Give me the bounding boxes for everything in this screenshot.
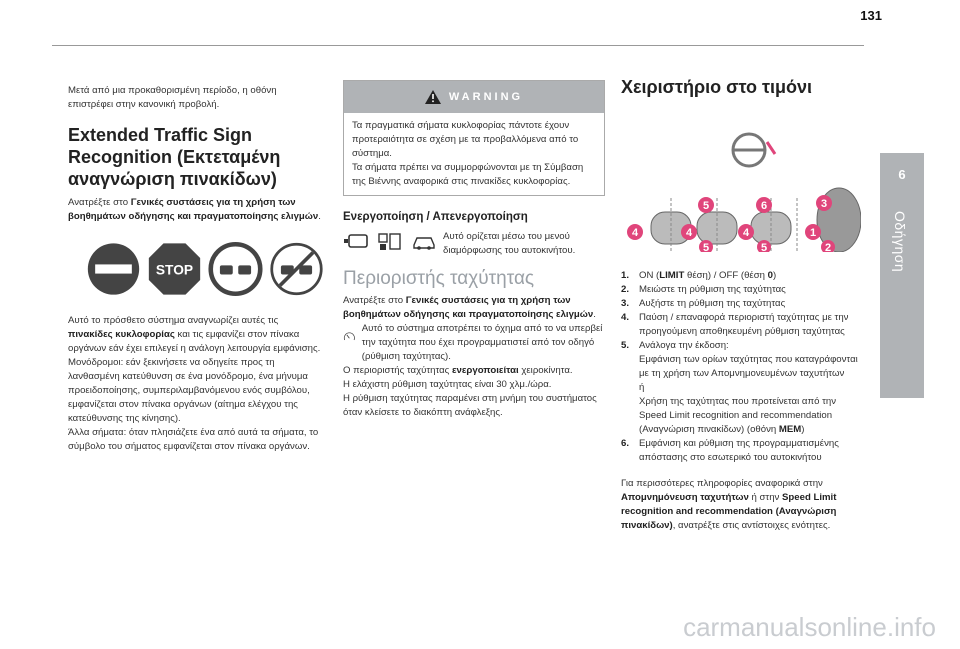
more-info-text: Για περισσότερες πληροφορίες αναφορικά σ… xyxy=(621,478,837,531)
list-item: 6.Εμφάνιση και ρύθμιση της προγραμματισμ… xyxy=(621,438,839,463)
column-1: Μετά από μια προκαθορισμένη περίοδο, η ο… xyxy=(68,84,324,454)
callout-4-right: 4 xyxy=(743,227,750,239)
screen-menu-icon xyxy=(344,234,368,248)
description-2: Μονόδρομοι: εάν ξεκινήσετε να οδηγείτε π… xyxy=(68,357,310,424)
list-item: 2.Μειώστε τη ρύθμιση της ταχύτητας xyxy=(621,284,786,295)
page-number: 131 xyxy=(860,8,882,23)
section-tab: 6 Οδήγηση xyxy=(880,153,924,398)
warning-header: WARNING xyxy=(344,81,604,113)
steering-control-heading: Χειριστήριο στο τιμόνι xyxy=(621,77,813,97)
traffic-sign-heading: Extended Traffic Sign Recognition (Εκτετ… xyxy=(68,125,281,189)
section-label: Οδήγηση xyxy=(892,211,908,273)
callout-6: 6 xyxy=(761,200,767,212)
column-2: WARNING Τα πραγματικά σήματα κυκλοφορίας… xyxy=(343,80,605,420)
car-icon xyxy=(413,237,435,250)
warning-text-2: Τα σήματα πρέπει να συμμορφώνονται με τη… xyxy=(352,162,584,187)
sign-row: STOP xyxy=(86,240,324,298)
control-list: 1.ON (LIMIT θέση) / OFF (θέση 0) 2.Μειώσ… xyxy=(621,269,861,465)
warning-box: WARNING Τα πραγματικά σήματα κυκλοφορίας… xyxy=(343,80,605,196)
limiter-text-3: Η ελάχιστη ρύθμιση ταχύτητας είναι 30 χλ… xyxy=(343,379,552,390)
activation-heading: Ενεργοποίηση / Απενεργοποίηση xyxy=(343,211,528,223)
list-item: 5.Ανάλογα την έκδοση:Εμφάνιση των ορίων … xyxy=(621,340,858,435)
callout-4-left: 4 xyxy=(632,227,639,239)
stop-sign-text: STOP xyxy=(156,263,193,278)
speedometer-icon xyxy=(343,332,355,341)
steering-wheel-control-diagram: 5 6 3 4 4 4 1 5 5 2 xyxy=(627,132,862,254)
list-item: 4.Παύση / επαναφορά περιοριστή ταχύτητας… xyxy=(621,312,849,337)
limiter-text-2: Ο περιοριστής ταχύτητας ενεργοποιείται χ… xyxy=(343,365,573,376)
settings-panel-icon xyxy=(378,233,401,250)
limiter-row: Αυτό το σύστημα αποτρέπει το όχημα από τ… xyxy=(343,322,603,364)
no-entry-sign-icon xyxy=(87,243,140,295)
description-3: Άλλα σήματα: όταν πλησιάζετε ένα από αυτ… xyxy=(68,427,319,452)
warning-triangle-icon xyxy=(424,90,441,104)
activation-row: Αυτό ορίζεται μέσω του μενού διαμόρφωσης… xyxy=(343,230,603,258)
watermark: carmanualsonline.info xyxy=(683,612,936,642)
limiter-text-1: Αυτό το σύστημα αποτρέπει το όχημα από τ… xyxy=(361,323,603,362)
callout-5-bottom-left: 5 xyxy=(703,242,709,252)
column-3: Χειριστήριο στο τιμόνι 5 6 3 4 4 4 1 xyxy=(621,77,862,533)
dashed-guides xyxy=(670,198,798,252)
list-item: 1.ON (LIMIT θέση) / OFF (θέση 0) xyxy=(621,270,777,281)
warning-title: WARNING xyxy=(448,91,524,103)
callout-5-bottom-right: 5 xyxy=(761,242,767,252)
callout-5-top: 5 xyxy=(703,200,709,212)
activation-icons xyxy=(343,230,437,252)
stop-sign-icon: STOP xyxy=(148,243,201,295)
description-1: Αυτό το πρόσθετο σύστημα αναγνωρίζει αυτ… xyxy=(68,315,321,354)
steering-wheel-icon xyxy=(731,132,777,168)
reference-text: Ανατρέξτε στο Γενικές συστάσεις για τη χ… xyxy=(68,197,321,222)
callout-3: 3 xyxy=(821,198,827,210)
activation-text: Αυτό ορίζεται μέσω του μενού διαμόρφωσης… xyxy=(443,231,576,256)
list-item: 3.Αυξήστε τη ρύθμιση της ταχύτητας xyxy=(621,298,786,309)
speed-limiter-heading: Περιοριστής ταχύτητας xyxy=(343,268,535,289)
end-no-overtaking-sign-icon xyxy=(270,242,323,296)
header-rule xyxy=(52,45,864,46)
limiter-text-4: Η ρύθμιση ταχύτητας παραμένει στη μνήμη … xyxy=(343,393,597,418)
callout-1: 1 xyxy=(810,227,816,239)
limiter-reference: Ανατρέξτε στο Γενικές συστάσεις για τη χ… xyxy=(343,295,596,320)
section-number: 6 xyxy=(898,167,906,182)
no-overtaking-sign-icon xyxy=(208,241,263,297)
warning-body: Τα πραγματικά σήματα κυκλοφορίας πάντοτε… xyxy=(344,113,604,195)
warning-text-1: Τα πραγματικά σήματα κυκλοφορίας πάντοτε… xyxy=(352,120,579,159)
callout-4-middle: 4 xyxy=(686,227,693,239)
callout-2: 2 xyxy=(825,242,831,252)
intro-text: Μετά από μια προκαθορισμένη περίοδο, η ο… xyxy=(68,85,277,110)
